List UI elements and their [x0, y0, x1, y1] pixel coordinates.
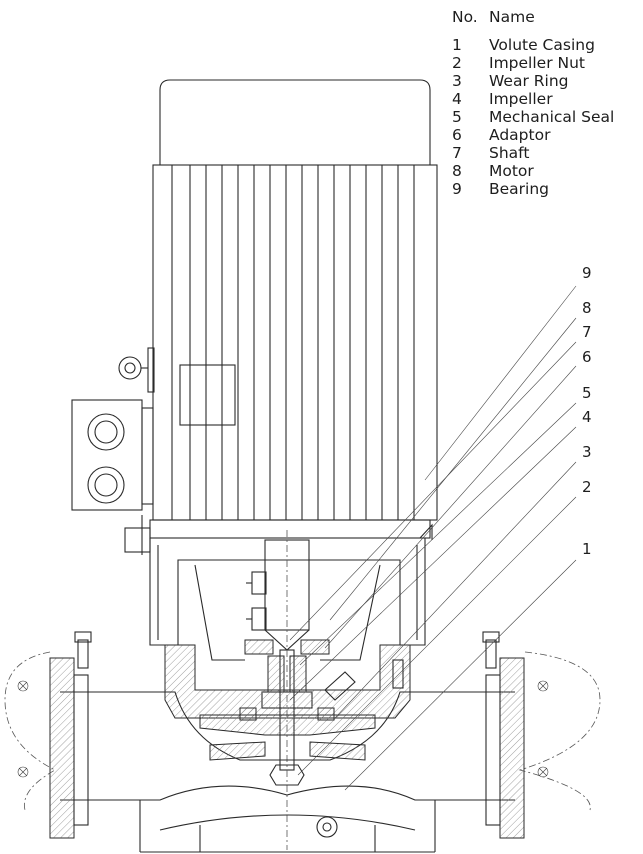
leader-line-6	[324, 365, 577, 649]
legend-item-no: 4	[452, 90, 462, 108]
leader-line-9	[424, 285, 577, 481]
discharge-flange	[482, 631, 525, 839]
impeller-nut	[269, 764, 305, 786]
legend-item-name: Impeller	[489, 90, 553, 108]
vent-plug	[324, 671, 356, 701]
coupling	[246, 571, 267, 631]
motor-nameplate	[179, 364, 236, 426]
legend-item-name: Bearing	[489, 180, 550, 198]
motor	[71, 79, 438, 555]
callout-4: 4	[582, 408, 592, 426]
motor-frame	[152, 164, 438, 521]
legend-row: 2 Impeller Nut	[452, 54, 642, 72]
legend-item-no: 6	[452, 126, 462, 144]
callouts: 9 8 7 6 5 4 3 2 1	[582, 264, 592, 558]
motor-top-cover	[159, 79, 431, 166]
legend-row: 9 Bearing	[452, 180, 642, 198]
legend-item-name: Wear Ring	[489, 72, 569, 90]
leader-line-8	[329, 317, 577, 621]
legend-item-no: 2	[452, 54, 462, 72]
legend-row: 6 Adaptor	[452, 126, 642, 144]
flange-bolt-circles	[4, 651, 601, 811]
legend-item-name: Mechanical Seal	[489, 108, 615, 126]
volute-casing	[60, 644, 515, 853]
wear-ring	[239, 707, 257, 721]
callout-6: 6	[582, 348, 592, 366]
leader-line-4	[289, 426, 577, 701]
legend-item-name: Volute Casing	[489, 36, 595, 54]
callout-8: 8	[582, 299, 592, 317]
legend-row: 5 Mechanical Seal	[452, 108, 642, 126]
callout-1: 1	[582, 540, 592, 558]
terminal-box	[71, 399, 154, 511]
legend-row: 3 Wear Ring	[452, 72, 642, 90]
suction-flange	[49, 631, 92, 839]
legend-item-no: 1	[452, 36, 462, 54]
legend-item-name: Motor	[489, 162, 534, 180]
callout-2: 2	[582, 478, 592, 496]
legend-item-no: 7	[452, 144, 462, 162]
motor-lifting-bracket	[147, 347, 155, 393]
legend-item-name: Adaptor	[489, 126, 551, 144]
leader-line-1	[344, 559, 577, 791]
leader-line-5	[299, 402, 577, 666]
legend-item-no: 5	[452, 108, 462, 126]
drain-plug	[316, 816, 338, 838]
lifting-eye	[118, 356, 142, 380]
legend-item-no: 3	[452, 72, 462, 90]
mechanical-seal	[244, 639, 330, 709]
legend-header-no: No.	[452, 8, 478, 26]
legend-item-name: Impeller Nut	[489, 54, 585, 72]
legend-item-name: Shaft	[489, 144, 530, 162]
legend-row: 1 Volute Casing	[452, 36, 642, 54]
leader-line-2	[297, 496, 577, 776]
legend-row: 4 Impeller	[452, 90, 642, 108]
impeller	[199, 707, 376, 786]
motor-flange	[149, 519, 431, 539]
adaptor	[149, 519, 433, 661]
parts-legend: No. Name 1 Volute Casing 2 Impeller Nut 3 W…	[452, 8, 642, 198]
legend-item-no: 9	[452, 180, 462, 198]
leader-line-7	[289, 341, 577, 641]
callout-7: 7	[582, 323, 592, 341]
legend-item-no: 8	[452, 162, 462, 180]
legend-row: 8 Motor	[452, 162, 642, 180]
callout-5: 5	[582, 384, 592, 402]
callout-3: 3	[582, 443, 592, 461]
mounting-bolt	[124, 527, 151, 553]
leader-lines	[289, 285, 577, 791]
callout-9: 9	[582, 264, 592, 282]
legend-header: No. Name	[452, 8, 642, 26]
legend-header-name: Name	[489, 8, 535, 26]
legend-row: 7 Shaft	[452, 144, 642, 162]
leader-line-3	[334, 461, 577, 719]
motor-cooling-fins	[171, 165, 415, 520]
